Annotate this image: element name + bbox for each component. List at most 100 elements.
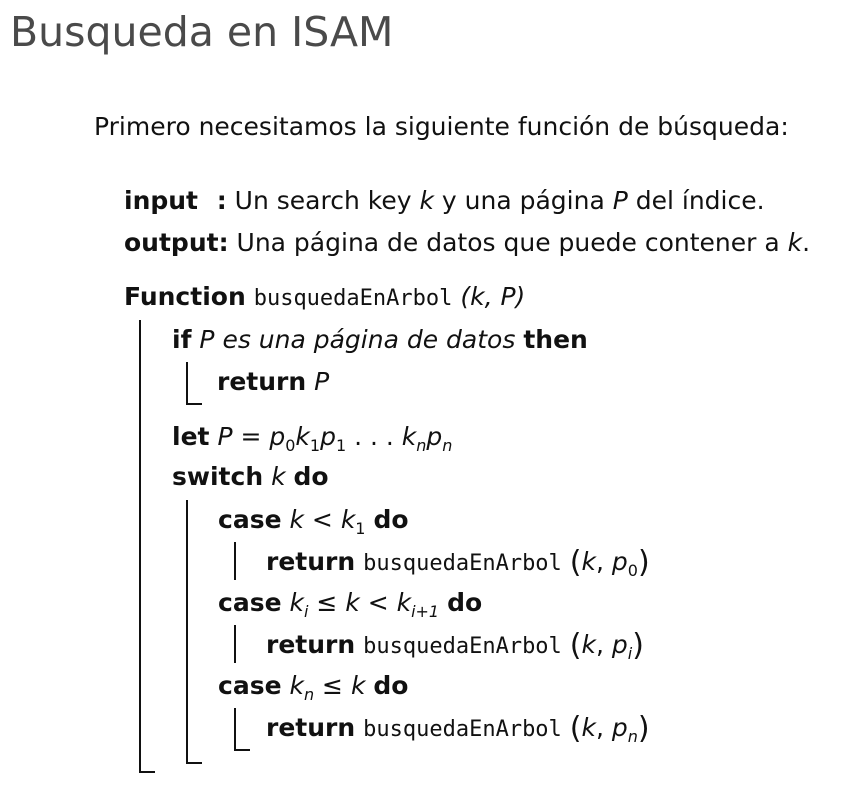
let-equals: = — [232, 422, 270, 451]
switch-var-k: k — [271, 462, 286, 491]
output-end: . — [802, 228, 811, 257]
if-line: if P es una página de datos then — [172, 323, 588, 357]
function-line: Function busquedaEnArbol (k, P) — [124, 280, 525, 316]
input-var-p: P — [612, 186, 628, 215]
return-pn-open-paren: ( — [569, 711, 582, 746]
case-1-lt: < — [303, 505, 341, 534]
switch-do-keyword: do — [293, 462, 329, 491]
return-pi-p: p — [611, 630, 628, 659]
case-3-do-keyword: do — [373, 671, 409, 700]
case-2-keyword: case — [218, 588, 282, 617]
input-keyword: input — [124, 186, 199, 215]
return-p0-sub: 0 — [627, 561, 638, 580]
case-3-k: k — [350, 671, 366, 700]
intro-text: Primero necesitamos la siguiente función… — [94, 112, 789, 141]
case-2-sub-i1: i+1 — [411, 602, 440, 621]
function-name: busquedaEnArbol — [253, 286, 453, 311]
input-colon: : — [208, 186, 227, 215]
return-pi-keyword: return — [266, 630, 356, 659]
input-text-2: y una página — [433, 186, 613, 215]
case-3-block-bar — [234, 708, 236, 750]
let-sub-1a: 1 — [309, 436, 321, 455]
let-sub-0: 0 — [285, 436, 296, 455]
output-var-k: k — [787, 228, 803, 257]
case-1-line: case k < k1 do — [218, 503, 409, 546]
if-condition: es una página de datos — [222, 325, 516, 354]
return-pn-line: return busquedaEnArbol (k, pn) — [266, 711, 650, 754]
return-pn-function: busquedaEnArbol — [363, 717, 562, 742]
case-2-k: k — [345, 588, 360, 617]
case-3-line: case kn ≤ k do — [218, 669, 408, 712]
let-p1: p — [320, 422, 336, 451]
return-pn-p: p — [611, 713, 628, 742]
return-p0-comma: , — [595, 547, 604, 576]
output-text: Una página de datos que puede contener a — [228, 228, 788, 257]
let-k1: k — [295, 422, 310, 451]
let-pn: p — [426, 422, 443, 451]
let-line: let P = p0k1p1 . . . knpn — [172, 420, 452, 463]
case-1-k: k — [289, 505, 304, 534]
return-p0-p: p — [611, 547, 628, 576]
return-p0-k: k — [581, 547, 596, 576]
case-2-sub-i: i — [303, 602, 309, 621]
if-block-foot — [186, 403, 202, 405]
let-p0: p — [269, 422, 286, 451]
return-var-p: P — [314, 367, 330, 396]
case-2-line: case ki ≤ k < ki+1 do — [218, 586, 482, 629]
return-pn-comma: , — [595, 713, 604, 742]
let-lhs: P — [217, 422, 233, 451]
case-2-ki: k — [289, 588, 304, 617]
function-keyword: Function — [124, 282, 246, 311]
return-pn-close-paren: ) — [637, 711, 650, 746]
return-p-line: return P — [217, 365, 329, 399]
input-var-k: k — [419, 186, 434, 215]
function-args: (k, P) — [460, 282, 526, 311]
let-sub-nb: n — [442, 436, 453, 455]
case-3-le: ≤ — [314, 671, 351, 700]
return-pi-open-paren: ( — [569, 628, 582, 663]
return-pi-k: k — [581, 630, 596, 659]
return-p0-close-paren: ) — [637, 545, 650, 580]
case-3-keyword: case — [218, 671, 282, 700]
if-keyword: if — [172, 325, 192, 354]
case-1-keyword: case — [218, 505, 282, 534]
return-pn-k: k — [581, 713, 596, 742]
case-1-k1: k — [340, 505, 356, 534]
slide-title: Busqueda en ISAM — [10, 8, 394, 56]
return-p0-line: return busquedaEnArbol (k, p0) — [266, 545, 650, 588]
case-3-sub-n: n — [303, 685, 315, 704]
switch-block-bar — [186, 500, 188, 763]
let-kn: k — [401, 422, 417, 451]
output-keyword: output: — [124, 228, 229, 257]
input-text-3: del índice. — [627, 186, 765, 215]
case-2-do-keyword: do — [447, 588, 483, 617]
switch-line: switch k do — [172, 460, 329, 494]
if-block-bar — [186, 362, 188, 404]
case-1-sub-1: 1 — [355, 519, 366, 538]
let-keyword: let — [172, 422, 210, 451]
return-pi-sub: i — [627, 644, 633, 663]
switch-block-foot — [186, 762, 202, 764]
case-3-block-foot — [234, 749, 250, 751]
if-var-p: P — [199, 325, 215, 354]
input-line: input : Un search key k y una página P d… — [124, 184, 765, 218]
return-p0-function: busquedaEnArbol — [363, 551, 562, 576]
then-keyword: then — [523, 325, 588, 354]
return-pi-function: busquedaEnArbol — [363, 634, 562, 659]
case-1-do-keyword: do — [373, 505, 409, 534]
return-p0-keyword: return — [266, 547, 356, 576]
case-1-block-bar — [234, 542, 236, 580]
return-keyword: return — [217, 367, 307, 396]
case-2-lt: < — [359, 588, 397, 617]
return-pi-close-paren: ) — [632, 628, 644, 663]
return-pi-line: return busquedaEnArbol (k, pi) — [266, 628, 644, 671]
let-sub-na: n — [416, 436, 427, 455]
output-line: output: Una página de datos que puede co… — [124, 226, 810, 260]
let-sub-1b: 1 — [335, 436, 347, 455]
case-2-ki1: k — [396, 588, 412, 617]
function-block-bar — [139, 320, 141, 772]
case-2-block-bar — [234, 625, 236, 663]
input-text-1: Un search key — [226, 186, 420, 215]
return-pn-sub: n — [627, 727, 638, 746]
function-block-foot — [139, 771, 155, 773]
